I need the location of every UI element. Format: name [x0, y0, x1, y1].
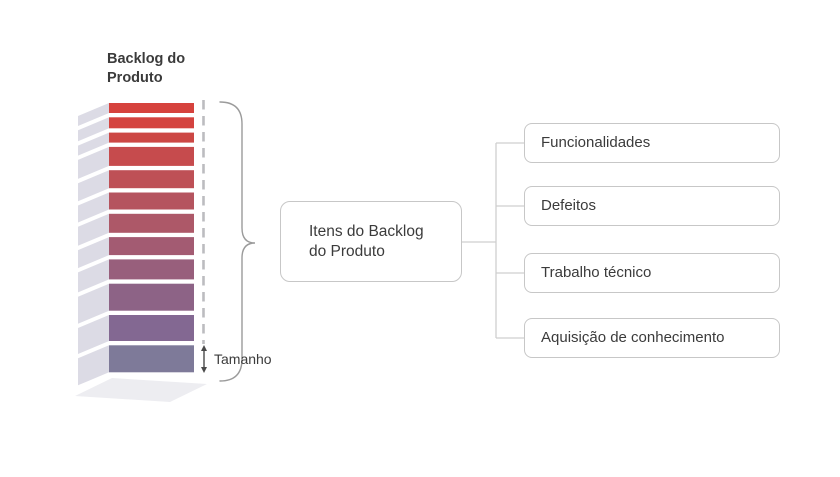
- backlog-item-bar: [78, 213, 194, 246]
- stack-shadow: [75, 378, 207, 402]
- backlog-item-bar: [78, 103, 194, 126]
- backlog-items-box: Itens do Backlog do Produto: [280, 201, 462, 282]
- backlog-item-bar: [78, 170, 194, 202]
- backlog-item-bar: [78, 117, 194, 142]
- backlog-bars-group: [78, 103, 194, 386]
- category-box-defeitos: Defeitos: [524, 186, 780, 226]
- brace-icon: [219, 101, 256, 382]
- backlog-item-bar: [78, 283, 194, 324]
- backlog-item-bar: [78, 259, 194, 293]
- category-box-funcionalidades: Funcionalidades: [524, 123, 780, 163]
- backlog-item-bar: [78, 237, 194, 269]
- category-box-trabalho-tecnico: Trabalho técnico: [524, 253, 780, 293]
- category-label: Aquisição de conhecimento: [541, 329, 725, 346]
- stack-title: Backlog do Produto: [107, 51, 186, 86]
- category-label: Funcionalidades: [541, 134, 651, 151]
- backlog-item-bar: [78, 315, 194, 354]
- connector-lines: [461, 142, 524, 339]
- backlog-items-label: Itens do Backlog do Produto: [309, 222, 424, 260]
- category-label: Trabalho técnico: [541, 264, 652, 281]
- backlog-item-bar: [78, 192, 194, 223]
- size-arrow-icon: [201, 345, 207, 373]
- size-label: Tamanho: [214, 351, 272, 367]
- category-box-aquisicao-conhecimento: Aquisição de conhecimento: [524, 318, 780, 358]
- category-label: Defeitos: [541, 197, 597, 214]
- backlog-item-bar: [78, 132, 194, 156]
- backlog-item-bar: [78, 345, 194, 386]
- backlog-item-bar: [78, 146, 194, 179]
